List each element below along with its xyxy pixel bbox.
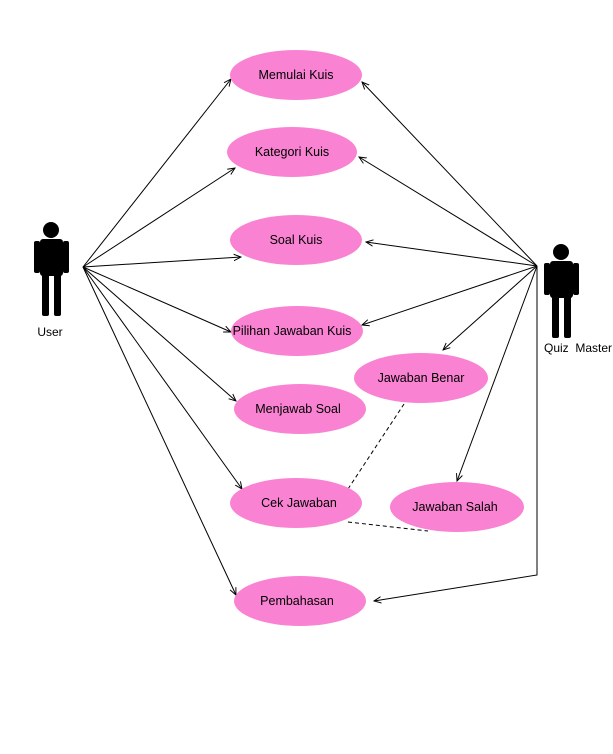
assoc-qm-kategori-kuis: [359, 157, 538, 267]
use-case-pembahasan[interactable]: Pembahasan: [234, 576, 366, 626]
use-case-ellipse: [230, 50, 362, 100]
user-actor-icon: [34, 222, 69, 316]
user-associations: [82, 79, 242, 595]
assoc-qm-pembahasan: [374, 266, 538, 601]
use-case-ellipse: [230, 215, 362, 265]
use-case-pilihan-jawaban-kuis[interactable]: Pilihan Jawaban Kuis: [231, 306, 363, 356]
use-case-jawaban-salah[interactable]: Jawaban Salah: [390, 482, 524, 532]
use-case-soal-kuis[interactable]: Soal Kuis: [230, 215, 362, 265]
assoc-user-cek-jawaban: [82, 266, 242, 489]
assoc-user-pilihan-jawaban: [82, 266, 231, 332]
use-case-ellipse: [354, 353, 488, 403]
assoc-qm-pilihan-jawaban: [362, 265, 538, 325]
use-case-ellipse: [390, 482, 524, 532]
use-case-cek-jawaban[interactable]: Cek Jawaban: [230, 478, 362, 528]
assoc-qm-memulai-kuis: [362, 82, 538, 267]
actor-label: Quiz Master: [544, 341, 612, 355]
assoc-qm-jawaban-benar: [443, 265, 538, 350]
dashed-cek-benar: [347, 403, 405, 490]
use-case-menjawab-soal[interactable]: Menjawab Soal: [234, 384, 366, 434]
use-case-kategori-kuis[interactable]: Kategori Kuis: [227, 127, 357, 177]
use-case-label: Cek Jawaban: [261, 496, 337, 510]
actor-quiz-master[interactable]: Quiz Master: [544, 244, 612, 355]
use-case-jawaban-benar[interactable]: Jawaban Benar: [354, 353, 488, 403]
assoc-qm-jawaban-salah: [457, 265, 538, 481]
use-case-label: Menjawab Soal: [255, 402, 340, 416]
assoc-qm-soal-kuis: [366, 242, 538, 267]
assoc-user-pembahasan: [82, 266, 236, 595]
actor-label: User: [37, 325, 62, 339]
use-case-label: Jawaban Salah: [412, 500, 498, 514]
quiz-master-actor-icon: [544, 244, 579, 338]
use-case-label: Memulai Kuis: [258, 68, 333, 82]
assoc-user-menjawab-soal: [82, 266, 236, 401]
actor-user[interactable]: User: [34, 222, 69, 339]
use-case-ellipse: [230, 478, 362, 528]
use-case-label: Jawaban Benar: [378, 371, 465, 385]
assoc-user-kategori-kuis: [82, 168, 235, 268]
use-case-ellipse: [234, 384, 366, 434]
use-case-label: Pilihan Jawaban Kuis: [233, 324, 352, 338]
quiz-master-associations: [359, 82, 538, 601]
use-case-ellipse: [227, 127, 357, 177]
use-case-memulai-kuis[interactable]: Memulai Kuis: [230, 50, 362, 100]
use-case-label: Soal Kuis: [270, 233, 323, 247]
use-case-label: Kategori Kuis: [255, 145, 329, 159]
use-case-ellipse: [231, 306, 363, 356]
assoc-user-memulai-kuis: [82, 79, 231, 268]
use-case-label: Pembahasan: [260, 594, 334, 608]
assoc-user-soal-kuis: [82, 257, 241, 268]
use-case-ellipse: [234, 576, 366, 626]
